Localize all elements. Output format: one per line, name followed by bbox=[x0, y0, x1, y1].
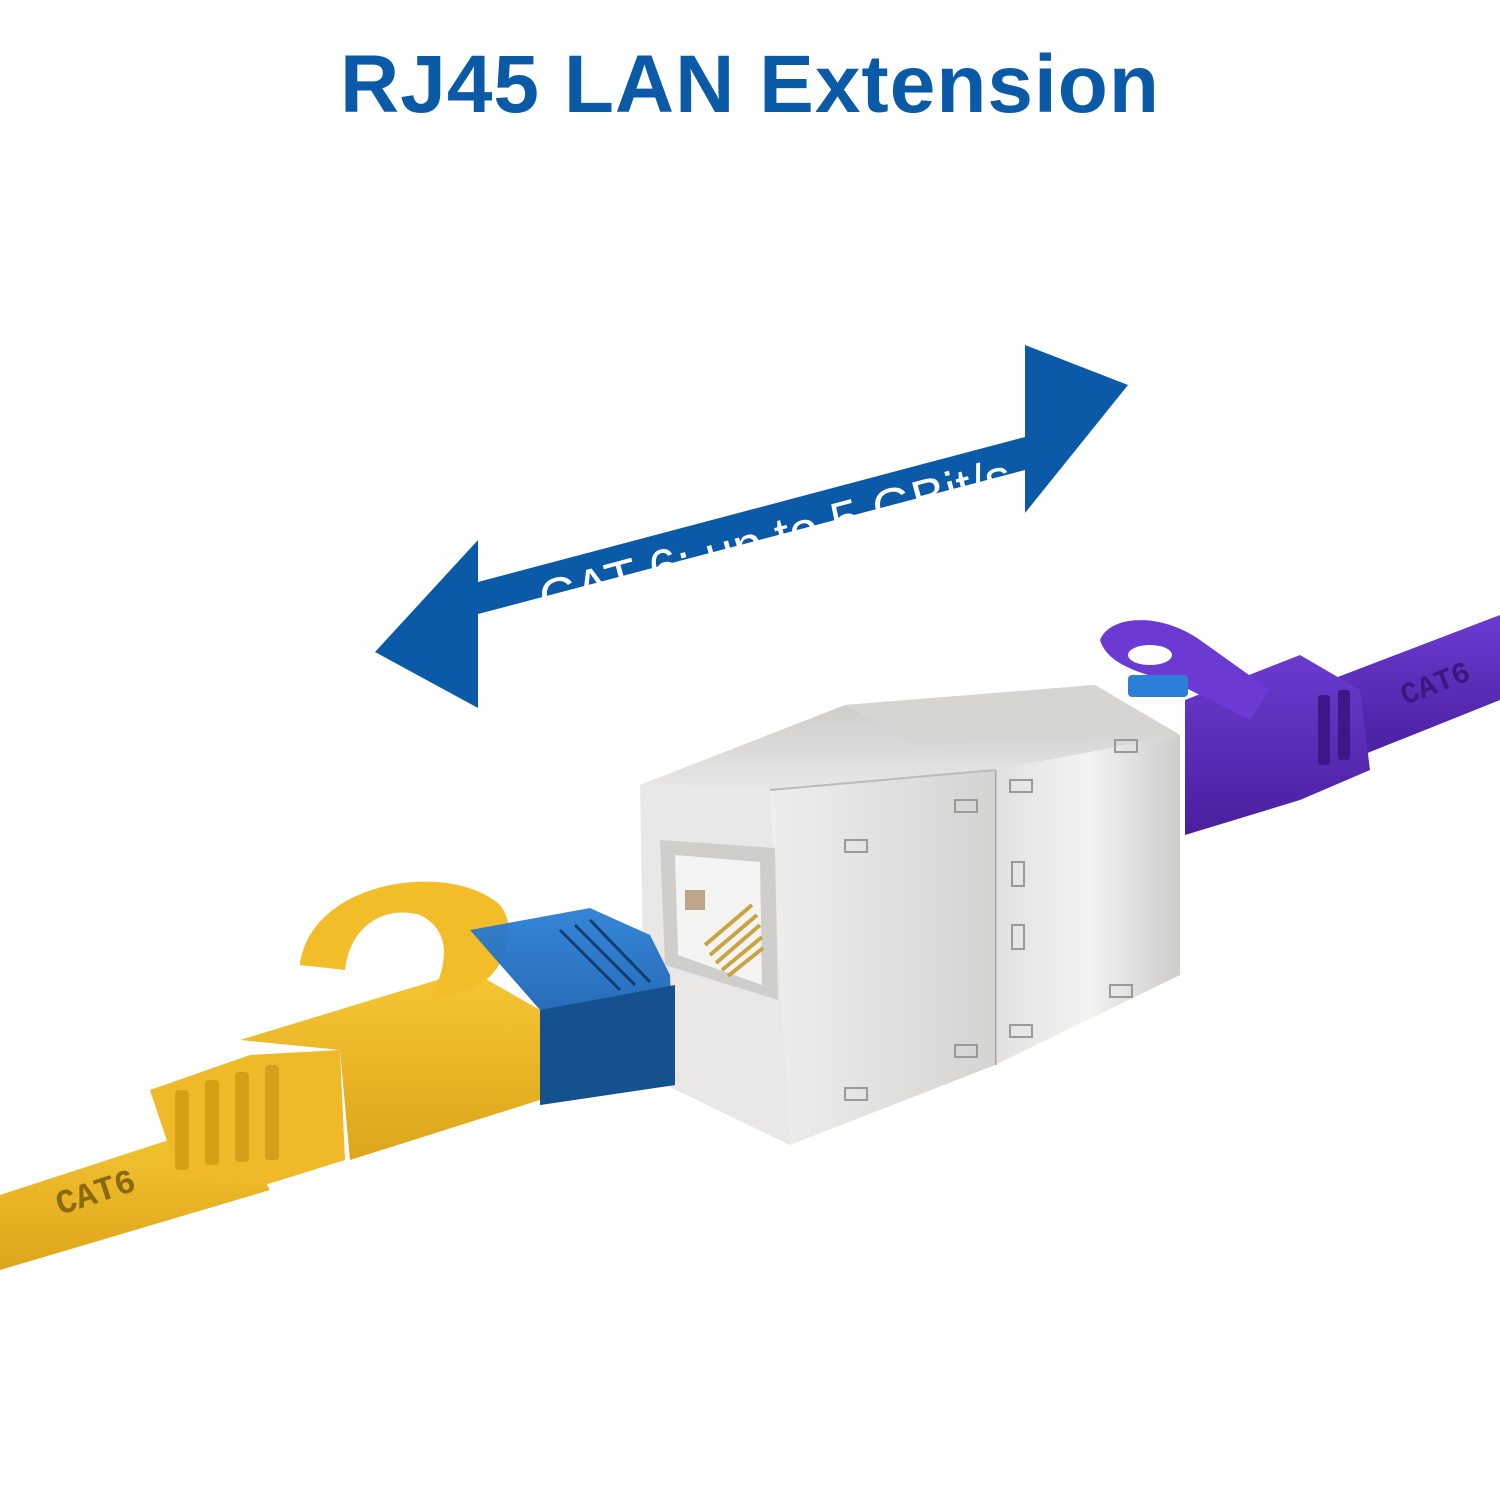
double-arrow-icon: CAT 6: up to 5 GBit/s bbox=[375, 345, 1128, 708]
ethernet-cable-yellow: CAT6 bbox=[0, 881, 675, 1270]
ethernet-cable-purple: CAT6 bbox=[1100, 615, 1500, 835]
rj45-coupler bbox=[640, 685, 1180, 1145]
page-title: RJ45 LAN Extension bbox=[340, 39, 1160, 130]
arrow-label: CAT 6: up to 5 GBit/s bbox=[533, 448, 1018, 630]
